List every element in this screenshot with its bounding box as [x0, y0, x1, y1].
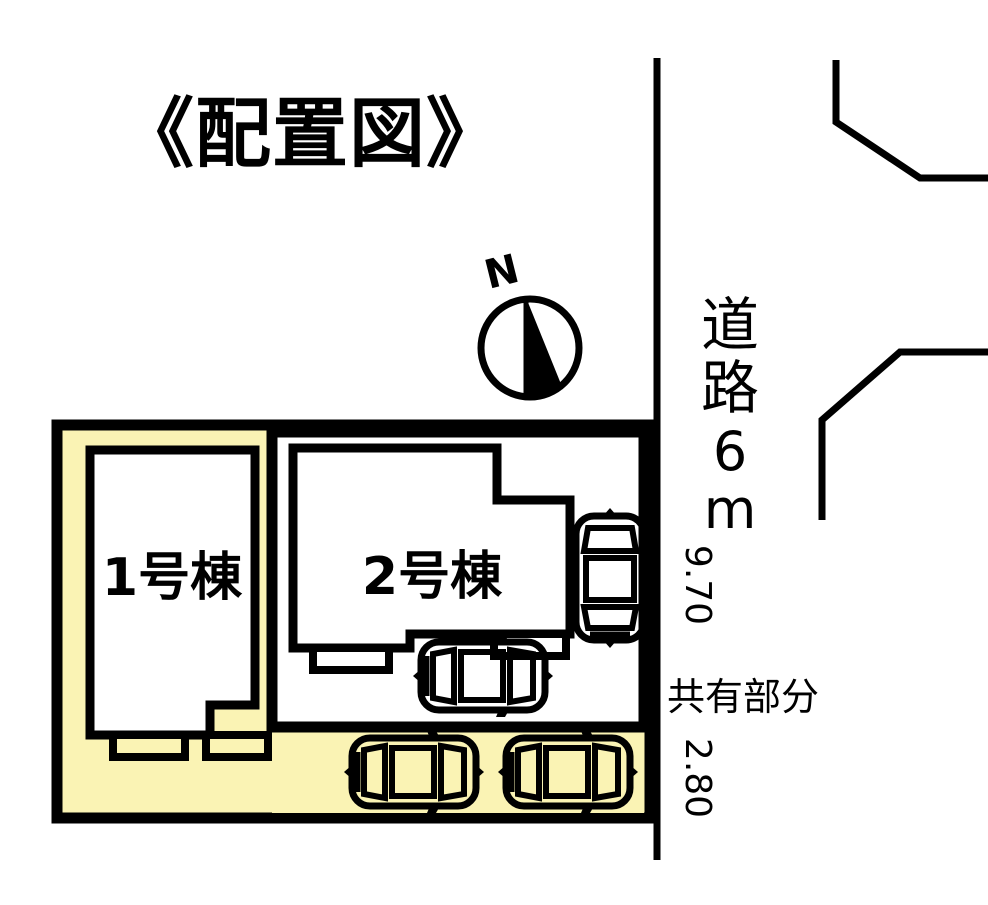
shared-area-label: 共有部分 [667, 675, 819, 719]
page-title: 《配置図》 [118, 89, 503, 178]
building-1: 1号棟 [85, 445, 272, 761]
north-arrow: N [477, 246, 583, 401]
road-label-char: 路 [701, 354, 759, 422]
dimension-label-2-80: 2.80 [677, 738, 718, 818]
road-far-edge-lower [818, 348, 988, 520]
road-label-char: 6 [713, 420, 747, 483]
road-label-char: 道 [701, 291, 759, 359]
north-arrow-label: N [480, 246, 524, 299]
road-far-edge-upper [832, 60, 988, 182]
building-2-label: 2号棟 [362, 547, 503, 607]
dimension-label-9-70: 9.70 [677, 545, 718, 625]
building-1-step-right [202, 731, 272, 761]
road-label: 道 路 6 m [701, 291, 759, 541]
compass-needle-dark [527, 300, 563, 397]
building-2-step-left [309, 644, 393, 674]
road-label-char: m [704, 478, 757, 541]
building-1-label: 1号棟 [102, 548, 243, 608]
building-1-footprint [85, 445, 260, 740]
building-1-step-left [109, 731, 189, 761]
